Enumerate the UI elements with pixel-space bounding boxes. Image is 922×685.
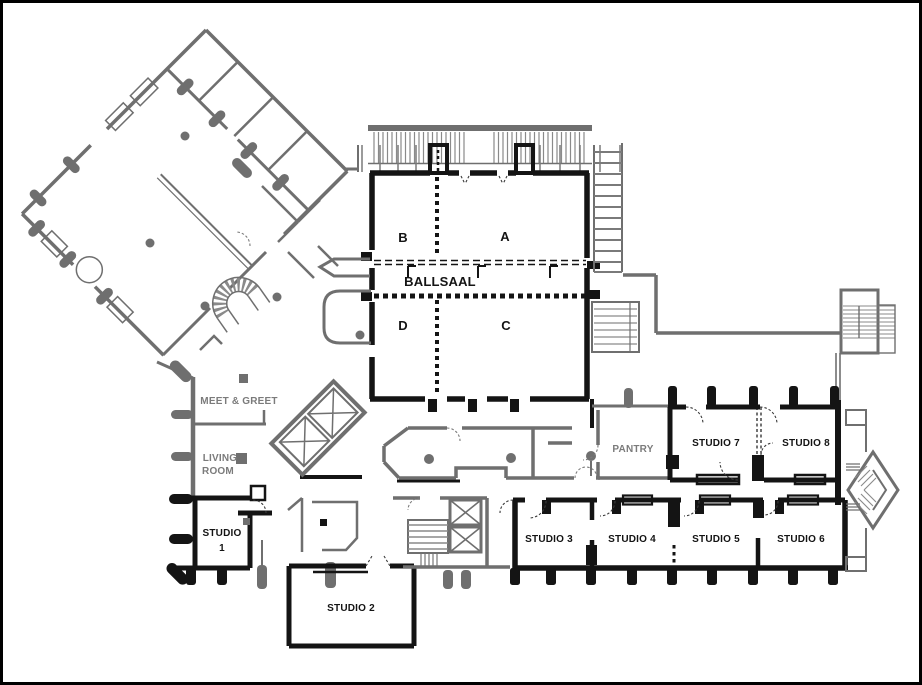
label-studio-5: STUDIO 5 xyxy=(692,534,740,545)
label-studio-1a: STUDIO xyxy=(203,528,242,539)
label-studio-7: STUDIO 7 xyxy=(692,438,740,449)
rooms-studio-7-8 xyxy=(666,386,841,505)
label-hall-a: A xyxy=(500,229,510,244)
northeast-walkway xyxy=(623,273,896,400)
rooms-studio-3-6 xyxy=(499,494,848,585)
label-studio-4: STUDIO 4 xyxy=(608,534,656,545)
label-ballsaal: BALLSAAL xyxy=(404,274,476,289)
label-hall-d: D xyxy=(398,318,408,333)
east-diamond-stair xyxy=(845,409,900,572)
diagonal-elevator-core xyxy=(268,378,368,478)
label-studio-2: STUDIO 2 xyxy=(327,603,375,614)
terrace-canopy xyxy=(361,125,621,172)
label-studio-1b: 1 xyxy=(219,543,225,554)
stair-east-of-ballsaal xyxy=(591,143,640,353)
room-labels: BALLSAAL B A D C MEET & GREET LIVING ROO… xyxy=(200,229,830,614)
room-studio-2 xyxy=(286,555,417,649)
label-pantry: PANTRY xyxy=(612,444,653,455)
label-living-room-2: ROOM xyxy=(202,466,234,477)
ballsaal-antechambers xyxy=(317,257,371,345)
room-ballsaal xyxy=(361,143,600,412)
label-meet-greet: MEET & GREET xyxy=(200,396,277,407)
label-hall-b: B xyxy=(398,230,408,245)
room-pantry xyxy=(582,388,672,480)
label-studio-3: STUDIO 3 xyxy=(525,534,573,545)
central-corridor xyxy=(382,399,600,480)
core-stair-elevators xyxy=(393,479,510,589)
label-studio-8: STUDIO 8 xyxy=(782,438,830,449)
spiral-stair xyxy=(211,276,271,333)
room-studio-1 xyxy=(166,484,272,589)
rooms-meetgreet-living xyxy=(171,374,266,498)
wing-northwest xyxy=(20,28,359,383)
label-studio-6: STUDIO 6 xyxy=(777,534,825,545)
label-hall-c: C xyxy=(501,318,511,333)
label-living-room-1: LIVING xyxy=(203,453,238,464)
